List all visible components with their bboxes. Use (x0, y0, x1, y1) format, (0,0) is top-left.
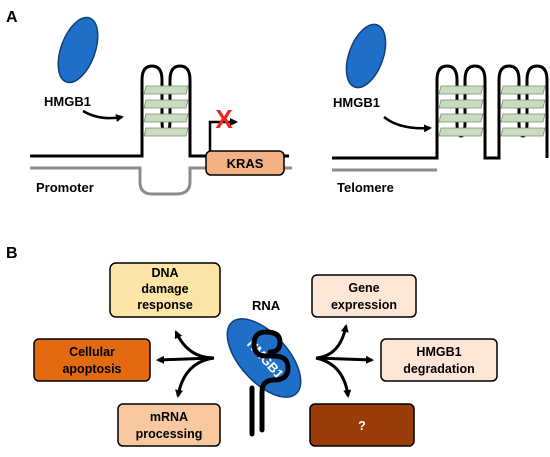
g-quartet-stack (143, 85, 189, 137)
protein-label: HMGB1 (44, 94, 91, 109)
svg-text:response: response (137, 298, 193, 312)
binding-arrow (82, 109, 124, 123)
svg-text:degradation: degradation (403, 362, 475, 376)
left-arrows (156, 330, 215, 398)
hmgb1-rna-complex: HMGB1 (226, 318, 302, 437)
svg-text:HMGB1: HMGB1 (416, 345, 461, 359)
svg-text:apoptosis: apoptosis (62, 362, 121, 376)
promoter-diagram: HMGB1 KRAS X Promoter (30, 16, 292, 196)
gene-expression-box: Gene expression (311, 274, 417, 318)
svg-text:damage: damage (141, 282, 188, 296)
transcription-arrow (208, 118, 238, 151)
svg-text:Cellular: Cellular (69, 345, 115, 359)
telomere-label: Telomere (337, 180, 394, 195)
protein-label: HMGB1 (333, 95, 380, 110)
rna-label: RNA (252, 298, 281, 313)
right-arrows (315, 324, 374, 398)
svg-text:DNA: DNA (151, 266, 178, 280)
svg-text:mRNA: mRNA (150, 410, 188, 424)
hmgb1-degradation-box: HMGB1 degradation (380, 338, 498, 382)
kras-gene-box (205, 150, 285, 176)
promoter-label: Promoter (36, 180, 94, 195)
svg-text:?: ? (358, 419, 366, 433)
telomere-diagram: HMGB1 Telomere (332, 23, 549, 195)
dna-bottom-strand (30, 166, 292, 196)
rna-strand (251, 329, 291, 433)
svg-text:processing: processing (136, 427, 203, 441)
svg-text:Gene: Gene (348, 281, 379, 295)
kras-label: KRAS (227, 156, 264, 171)
panel-b-letter: B (6, 245, 18, 262)
binding-arrow (383, 116, 432, 133)
mrna-processing-box: mRNA processing (117, 403, 221, 447)
hmgb1-protein-icon (345, 23, 387, 89)
blocked-cross-icon: X (215, 104, 233, 134)
svg-text:expression: expression (331, 298, 397, 312)
panel-a-letter: A (6, 9, 18, 26)
apoptosis-box: Cellular apoptosis (33, 338, 151, 382)
unknown-box: ? (309, 403, 415, 447)
hmgb1-protein-icon (57, 16, 99, 84)
g-quartet-stack (438, 85, 484, 137)
dna-damage-box: DNA damage response (109, 262, 221, 318)
g-quartet-stack (500, 85, 546, 137)
